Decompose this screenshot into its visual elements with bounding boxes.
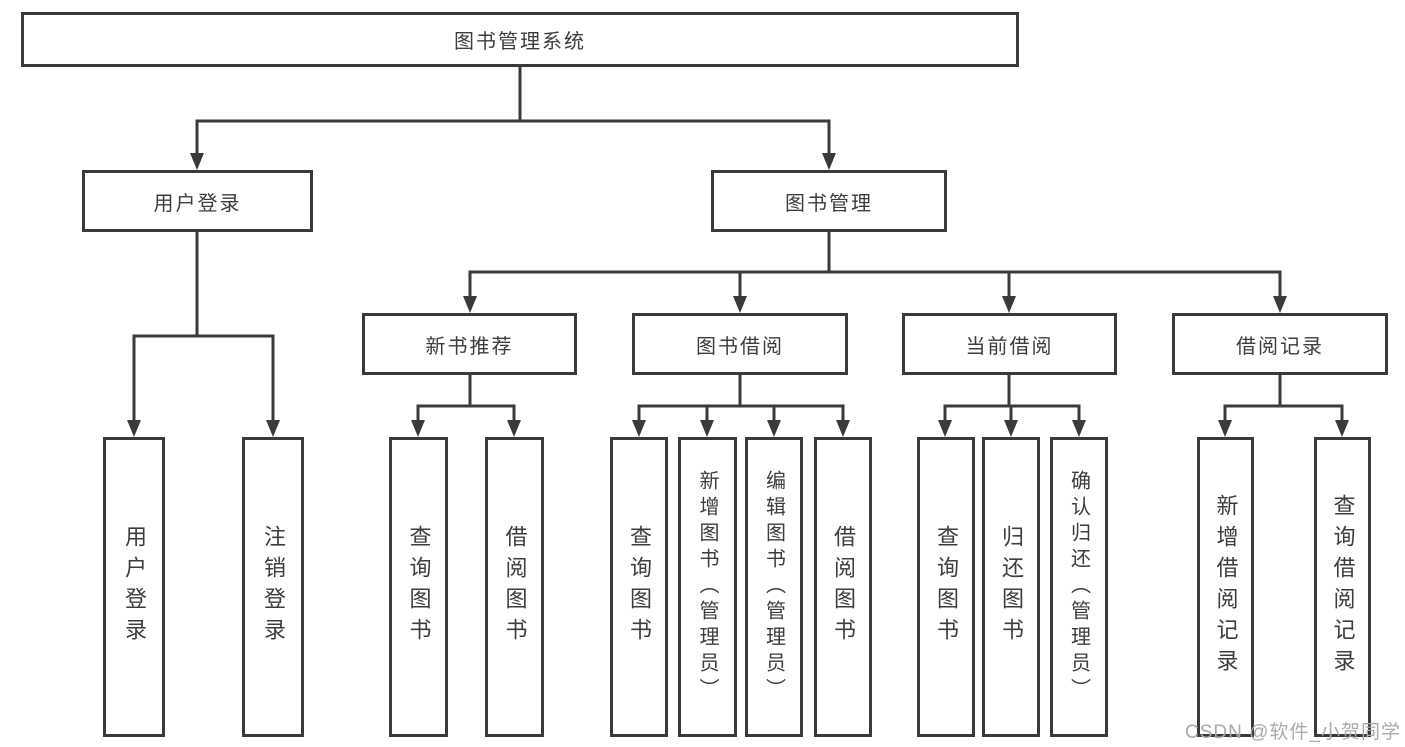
node-new-book-recommendation: 新书推荐 [362,313,577,375]
watermark-csdn: CSDN @软件_小贺同学 [1185,722,1401,743]
leaf-confirm-return-admin: 确认归还（管理员） [1050,437,1108,737]
leaf-query-books-recommend: 查询图书 [389,437,448,737]
node-book-borrowing: 图书借阅 [632,313,848,375]
leaf-query-books-current: 查询图书 [917,437,975,737]
leaf-borrow-books-recommend: 借阅图书 [485,437,544,737]
leaf-query-books-borrow: 查询图书 [610,437,668,737]
node-root-library-management-system: 图书管理系统 [21,12,1019,67]
leaf-query-borrow-record: 查询借阅记录 [1314,437,1371,737]
leaf-user-login: 用户登录 [103,437,165,737]
node-current-borrowing: 当前借阅 [902,313,1117,375]
leaf-return-books: 归还图书 [982,437,1040,737]
leaf-logout: 注销登录 [242,437,304,737]
node-borrowing-records: 借阅记录 [1172,313,1388,375]
leaf-add-books-admin: 新增图书（管理员） [678,437,737,737]
node-book-management: 图书管理 [711,170,947,232]
node-user-login: 用户登录 [82,170,313,232]
leaf-borrow-books: 借阅图书 [814,437,872,737]
leaf-add-borrow-record: 新增借阅记录 [1197,437,1254,737]
leaf-edit-books-admin: 编辑图书（管理员） [745,437,803,737]
